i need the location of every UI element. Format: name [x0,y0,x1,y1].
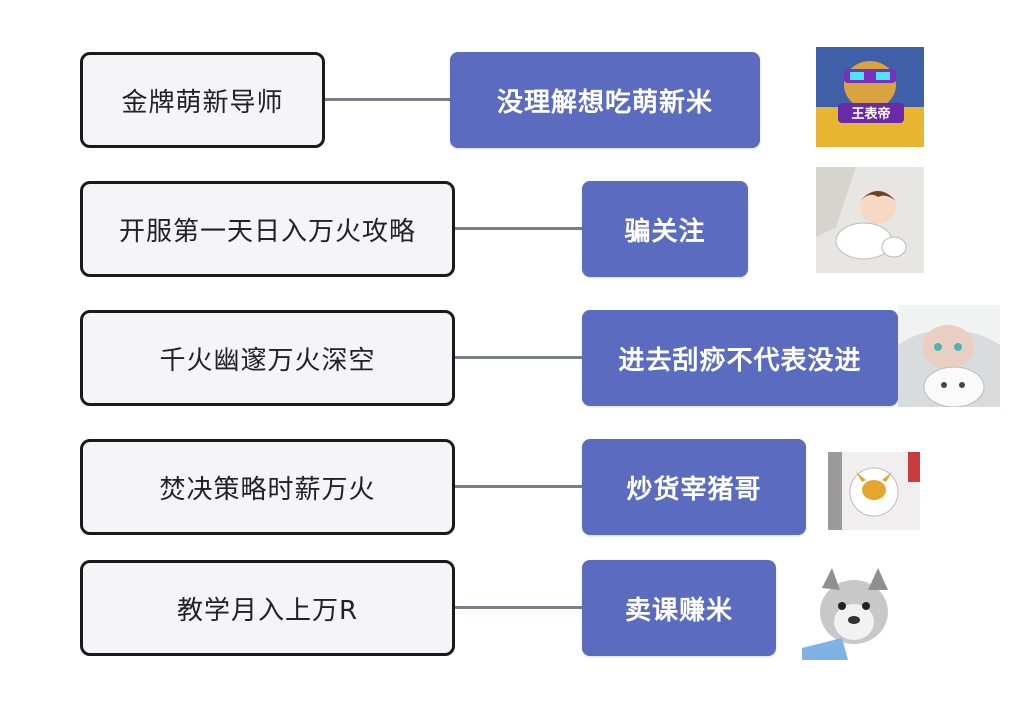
right-box-2: 骗关注 [582,181,748,277]
avatar-1-label: 王表帝 [851,106,890,122]
left-label-4: 焚决策略时薪万火 [159,474,376,505]
avatar-1: 王表帝 [816,47,924,147]
right-box-3: 进去刮痧不代表没进 [582,310,898,406]
connector-4 [455,485,582,488]
avatar-5 [802,568,900,660]
left-box-3: 千火幽邃万火深空 [80,310,455,406]
right-label-2: 骗关注 [624,216,706,247]
right-label-1: 没理解想吃萌新米 [496,87,713,118]
left-box-2: 开服第一天日入万火攻略 [80,181,455,277]
connector-1 [325,98,450,101]
left-label-3: 千火幽邃万火深空 [159,345,376,376]
avatar-3 [898,305,1000,407]
left-label-1: 金牌萌新导师 [121,87,284,118]
left-box-1: 金牌萌新导师 [80,52,325,148]
right-box-5: 卖课赚米 [582,560,776,656]
right-label-4: 炒货宰猪哥 [626,474,762,505]
avatar-2 [816,167,924,273]
connector-5 [455,606,582,609]
right-box-1: 没理解想吃萌新米 [450,52,760,148]
right-label-5: 卖课赚米 [624,595,733,626]
connector-3 [455,356,582,359]
right-box-4: 炒货宰猪哥 [582,439,806,535]
left-label-5: 教学月入上万R [176,595,359,626]
avatar-4 [828,452,920,530]
connector-2 [455,227,582,230]
left-box-5: 教学月入上万R [80,560,455,656]
left-label-2: 开服第一天日入万火攻略 [118,216,416,247]
left-box-4: 焚决策略时薪万火 [80,439,455,535]
right-label-3: 进去刮痧不代表没进 [618,345,862,376]
